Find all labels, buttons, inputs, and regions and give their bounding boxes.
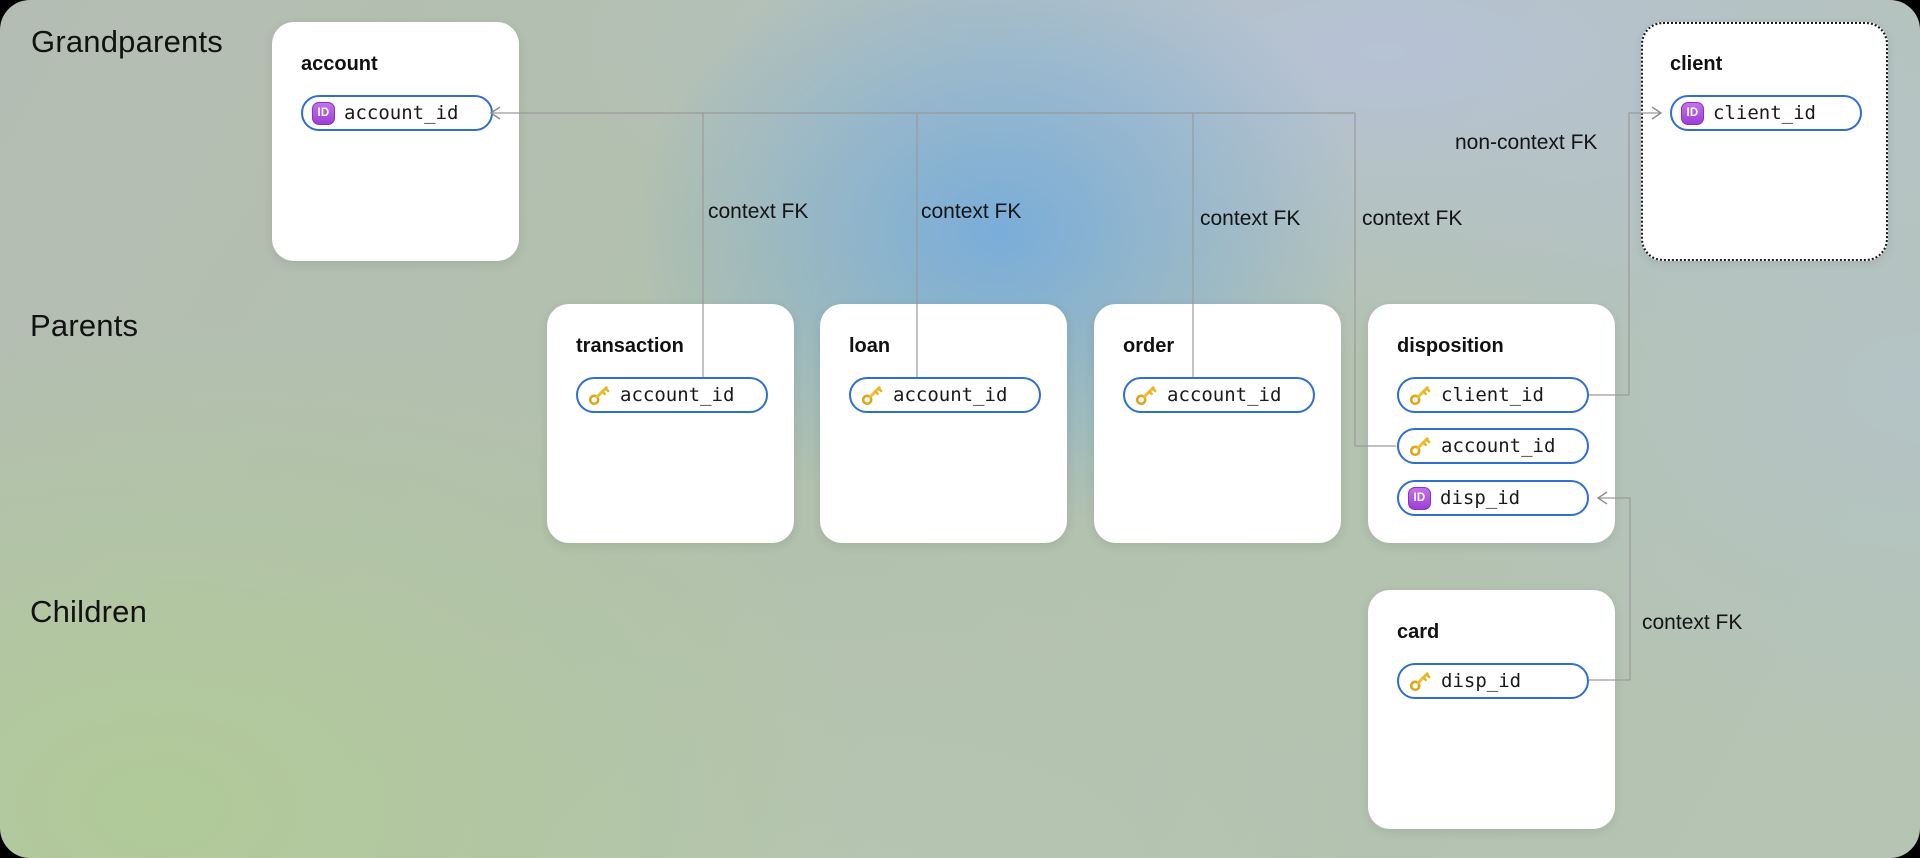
key-icon [1134, 383, 1158, 407]
row-label-grandparents: Grandparents [31, 24, 223, 59]
key-icon [1408, 669, 1432, 693]
field-pill-account-account_id[interactable]: ID account_id [301, 95, 493, 131]
field-pill-disposition-account_id[interactable]: account_id [1397, 428, 1589, 464]
table-title: order [1123, 335, 1175, 357]
field-name: client_id [1713, 102, 1816, 124]
table-title: loan [849, 335, 891, 357]
id-badge-icon: ID [1681, 101, 1704, 125]
table-card[interactable]: card disp_id [1368, 590, 1615, 829]
field-pill-card-disp_id[interactable]: disp_id [1397, 663, 1589, 699]
key-icon [860, 383, 884, 407]
field-name: account_id [344, 102, 459, 124]
field-name: client_id [1441, 384, 1544, 406]
field-pill-disposition-disp_id[interactable]: ID disp_id [1397, 480, 1589, 516]
key-icon [1408, 383, 1432, 407]
field-pill-transaction-account_id[interactable]: account_id [576, 377, 768, 413]
field-name: disp_id [1441, 670, 1522, 692]
row-label-children: Children [30, 594, 148, 629]
table-title: client [1670, 53, 1723, 75]
table-client[interactable]: client ID client_id [1641, 22, 1888, 261]
edge-label-context-fk-order: context FK [1200, 207, 1301, 230]
table-account[interactable]: account ID account_id [272, 22, 519, 261]
table-title: account [301, 53, 378, 75]
key-icon [1408, 434, 1432, 458]
table-disposition[interactable]: disposition client_id [1368, 304, 1615, 543]
edge-label-context-fk-loan: context FK [921, 200, 1022, 223]
id-badge-icon: ID [1408, 486, 1431, 510]
id-badge-icon: ID [312, 101, 335, 125]
field-name: account_id [1441, 435, 1556, 457]
table-title: transaction [576, 335, 684, 357]
key-icon [587, 383, 611, 407]
field-name: disp_id [1440, 487, 1521, 509]
field-pill-client-client_id[interactable]: ID client_id [1670, 95, 1862, 131]
field-name: account_id [893, 384, 1008, 406]
field-pill-order-account_id[interactable]: account_id [1123, 377, 1315, 413]
field-name: account_id [620, 384, 735, 406]
edge-label-context-fk-transaction: context FK [708, 200, 809, 223]
table-transaction[interactable]: transaction account_id [547, 304, 794, 543]
table-title: disposition [1397, 335, 1504, 357]
edge-label-context-fk-disposition: context FK [1362, 207, 1463, 230]
table-loan[interactable]: loan account_id [820, 304, 1067, 543]
edge-label-non-context-fk-client: non-context FK [1455, 131, 1598, 154]
field-pill-loan-account_id[interactable]: account_id [849, 377, 1041, 413]
edge-label-context-fk-card: context FK [1642, 611, 1743, 634]
field-pill-disposition-client_id[interactable]: client_id [1397, 377, 1589, 413]
table-title: card [1397, 621, 1440, 643]
table-order[interactable]: order account_id [1094, 304, 1341, 543]
row-label-parents: Parents [30, 308, 139, 343]
field-name: account_id [1167, 384, 1282, 406]
